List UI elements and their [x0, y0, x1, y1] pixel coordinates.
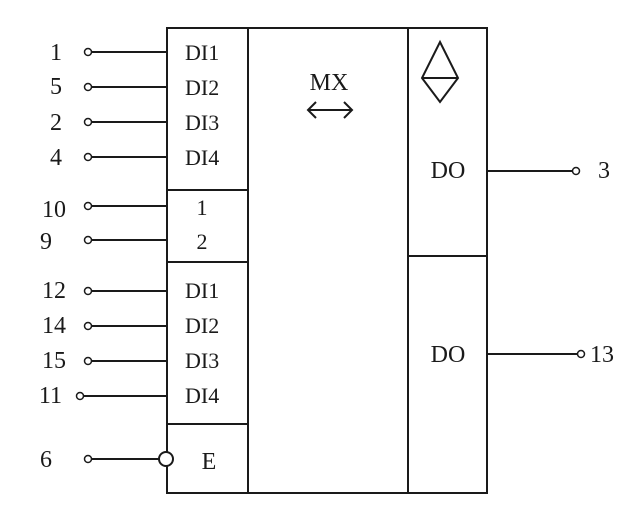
port-label: DI2 [185, 313, 219, 338]
pin-number: 11 [39, 383, 62, 409]
pin-number: 6 [40, 447, 52, 473]
address-input-row-1: 10 1 [42, 195, 208, 223]
pin-terminal-icon [83, 235, 93, 245]
input-row-group-a-4: 4 DI4 [50, 145, 219, 171]
input-row-group-b-1: 12 DI1 [42, 278, 219, 304]
port-label: 2 [197, 229, 208, 254]
pin-terminal-icon [75, 391, 85, 401]
pin-terminal-icon [83, 152, 93, 162]
bidirectional-arrow-icon [306, 101, 354, 119]
address-input-row-2: 9 2 [40, 229, 208, 255]
pin-number: 9 [40, 229, 52, 255]
pin-number: 14 [42, 313, 66, 339]
output-label-bottom: DO [431, 342, 466, 368]
enable-label: E [202, 449, 217, 475]
output-row-2: 13 [487, 342, 614, 368]
pin-number: 12 [42, 278, 66, 304]
function-label: MX [310, 70, 349, 96]
port-label: DI4 [185, 145, 219, 170]
input-row-group-a-2: 5 DI2 [50, 74, 219, 100]
chip-body [166, 27, 488, 494]
pin-terminal-icon [83, 454, 93, 464]
pin-terminal-icon [83, 286, 93, 296]
pin-terminal-icon [83, 117, 93, 127]
pin-number: 5 [50, 74, 62, 100]
port-label: DI4 [185, 383, 219, 408]
output-label-top: DO [431, 158, 466, 184]
pin-number: 2 [50, 110, 62, 136]
port-label: DI3 [185, 110, 219, 135]
port-label: DI3 [185, 348, 219, 373]
pin-number: 4 [50, 145, 62, 171]
input-row-group-b-4: 11 DI4 [39, 383, 219, 409]
pin-terminal-icon [576, 349, 586, 359]
enable-input-row: 6 [40, 447, 174, 473]
input-row-group-a-1: 1 DI1 [50, 40, 219, 66]
output-row-1: 3 [487, 158, 610, 184]
pin-terminal-icon [83, 321, 93, 331]
diamond-output-symbol-icon [420, 39, 460, 104]
pin-number: 15 [42, 348, 66, 374]
pin-terminal-icon [83, 201, 93, 211]
inversion-bubble-icon [158, 451, 174, 467]
input-row-group-b-2: 14 DI2 [42, 313, 219, 339]
port-label: DI1 [185, 278, 219, 303]
pin-number: 10 [42, 197, 66, 223]
port-label: DI1 [185, 40, 219, 65]
pin-number: 1 [50, 40, 62, 66]
pin-terminal-icon [571, 166, 581, 176]
port-label: 1 [197, 195, 208, 220]
pin-terminal-icon [83, 82, 93, 92]
input-row-group-a-3: 2 DI3 [50, 110, 219, 136]
pin-terminal-icon [83, 356, 93, 366]
input-row-group-b-3: 15 DI3 [42, 348, 219, 374]
pin-number: 13 [590, 342, 614, 368]
pin-number: 3 [598, 158, 610, 184]
pin-terminal-icon [83, 47, 93, 57]
port-label: DI2 [185, 75, 219, 100]
